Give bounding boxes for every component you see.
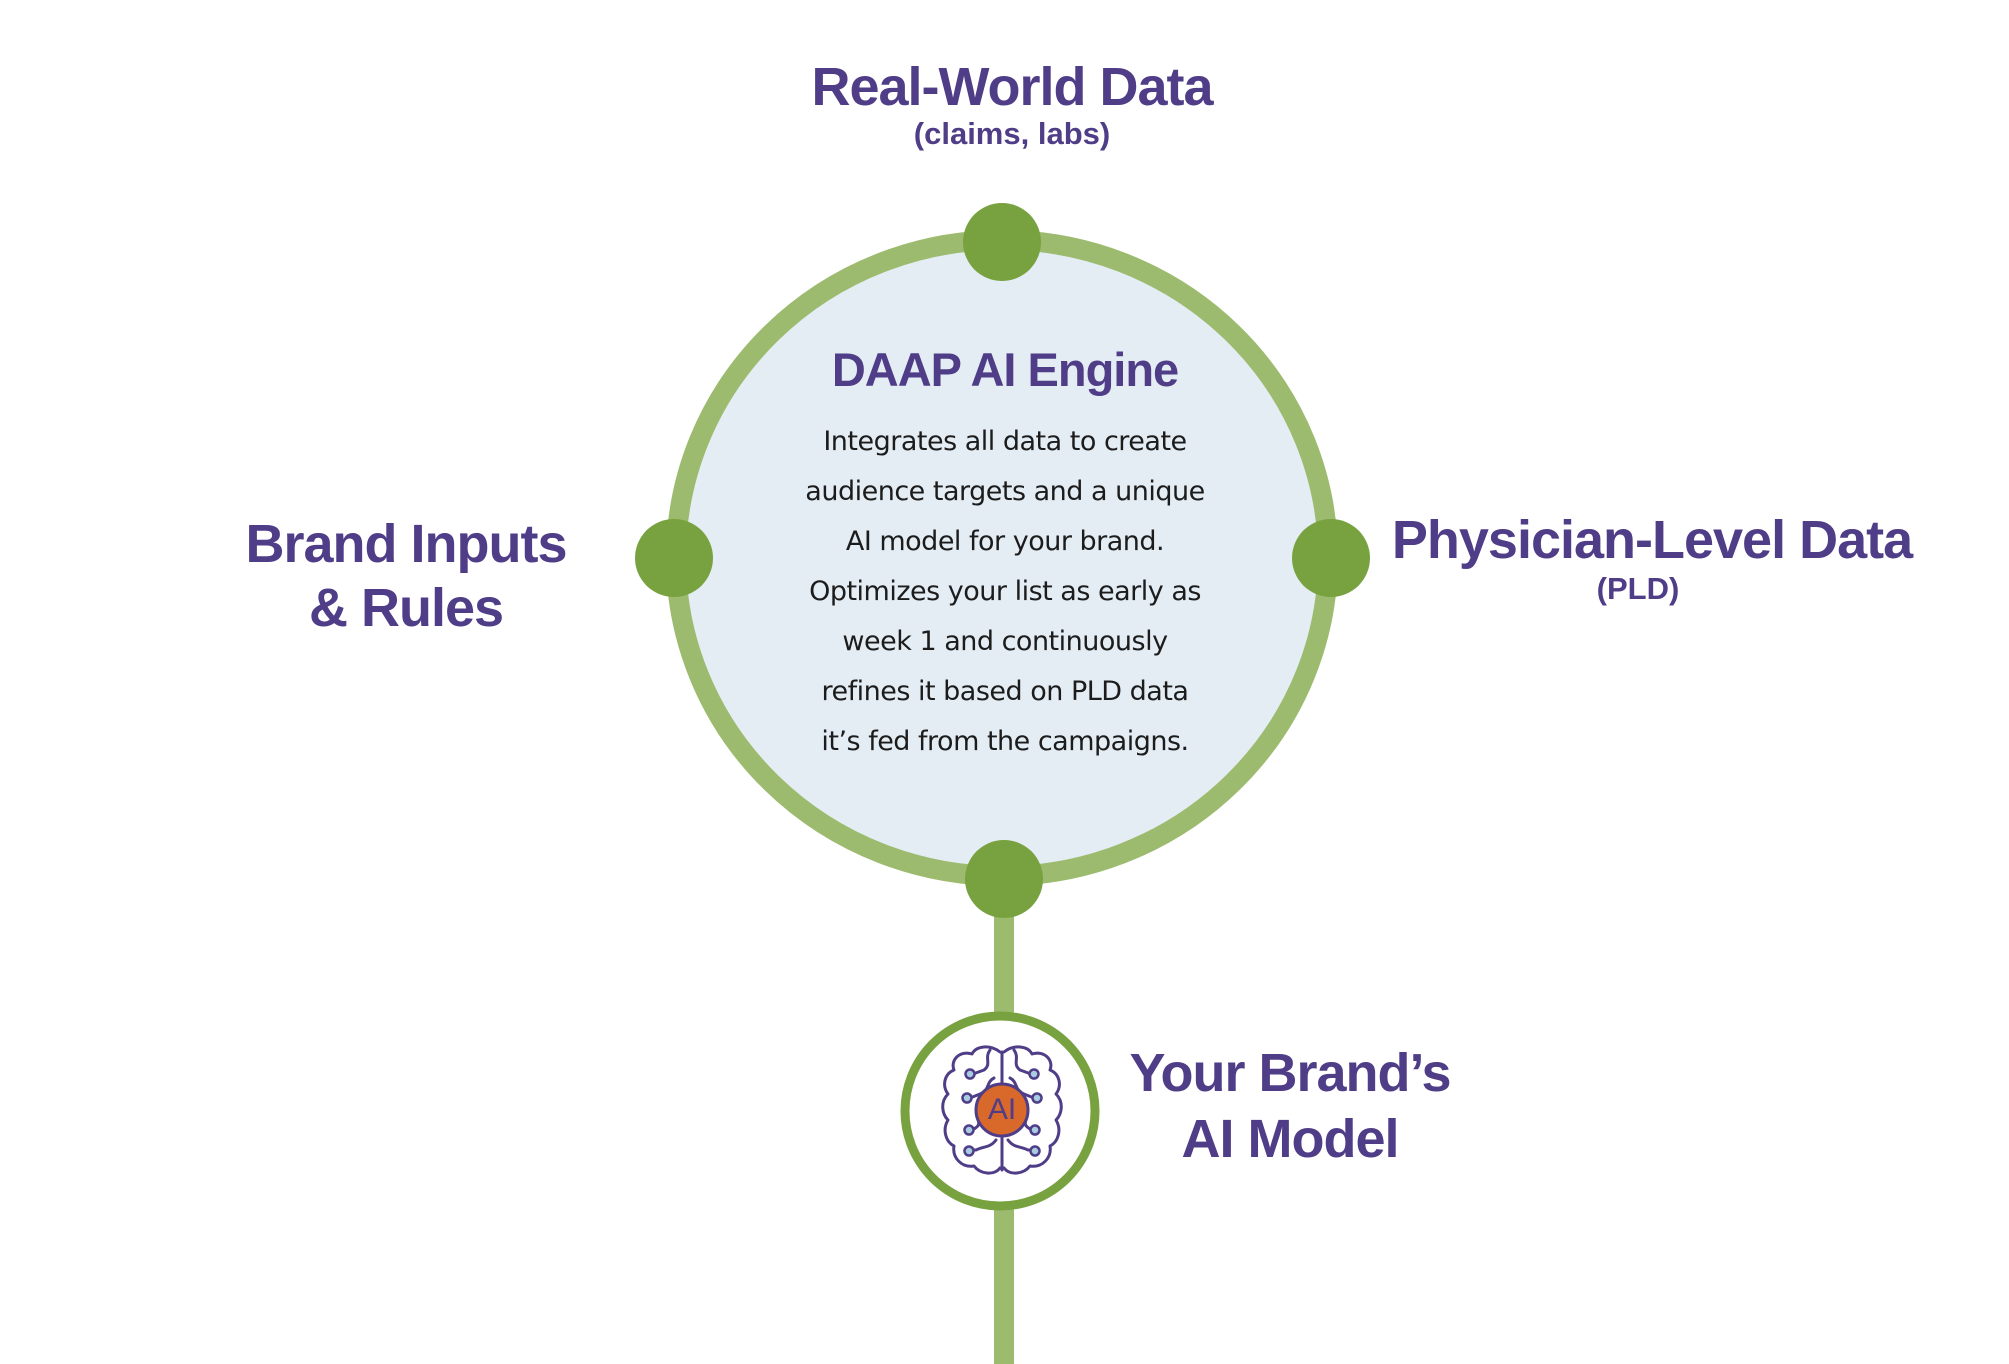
- node-left: [635, 519, 713, 597]
- engine-description-line: Integrates all data to create: [823, 426, 1187, 457]
- input-physician-level-data: Physician-Level Data (PLD): [1372, 509, 1932, 609]
- input-top-subtitle: (claims, labs): [913, 116, 1111, 151]
- output-brand-ai-model: Your Brand’s AI Model: [1120, 1042, 1460, 1170]
- engine-title: DAAP AI Engine: [831, 343, 1179, 396]
- engine-description-line: it’s fed from the campaigns.: [821, 726, 1189, 757]
- input-left-title-line2: & Rules: [308, 578, 504, 638]
- input-left-title-line1: Brand Inputs: [245, 514, 568, 574]
- ai-badge-circle: [974, 1082, 1030, 1138]
- output-title-line2: AI Model: [1181, 1109, 1400, 1169]
- node-bottom: [965, 840, 1043, 918]
- connector-line-lower: [994, 1200, 1014, 1364]
- input-brand-inputs-rules: Brand Inputs & Rules: [206, 513, 606, 639]
- engine-description-line: week 1 and continuously: [842, 626, 1168, 657]
- engine-description-line: Optimizes your list as early as: [809, 576, 1201, 607]
- input-right-subtitle: (PLD): [1596, 571, 1680, 606]
- input-top-title: Real-World Data: [811, 57, 1213, 117]
- input-real-world-data: Real-World Data (claims, labs): [712, 56, 1312, 154]
- engine-description-line: refines it based on PLD data: [821, 676, 1189, 707]
- engine-content: DAAP AI Engine Integrates all data to cr…: [760, 340, 1250, 767]
- brain-circuit-nodes: [961, 1068, 1043, 1157]
- node-top: [963, 203, 1041, 281]
- input-right-title: Physician-Level Data: [1391, 510, 1913, 570]
- ai-badge-label: AI: [987, 1093, 1017, 1126]
- engine-description-line: audience targets and a unique: [805, 476, 1205, 507]
- engine-description: Integrates all data to create audience t…: [760, 417, 1250, 767]
- engine-description-line: AI model for your brand.: [845, 526, 1165, 557]
- output-title-line1: Your Brand’s: [1129, 1043, 1451, 1103]
- node-right: [1292, 519, 1370, 597]
